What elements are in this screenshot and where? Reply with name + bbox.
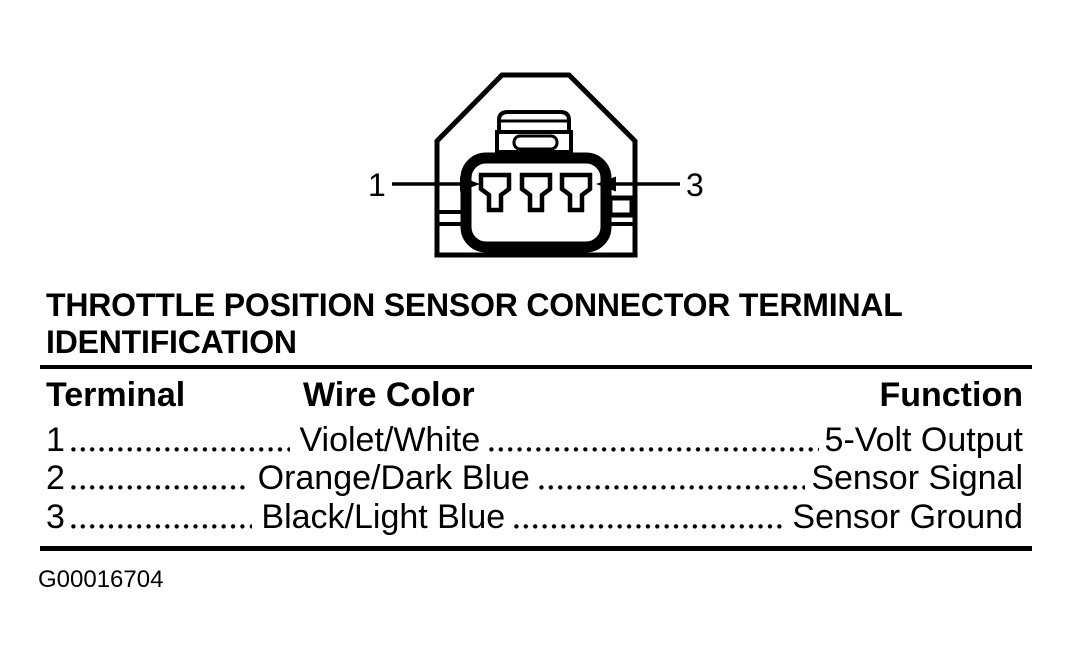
table-row: 3 Black/Light Blue Sensor Ground bbox=[46, 498, 1023, 536]
wire-color: Black/Light Blue bbox=[261, 497, 506, 536]
terminal-table: 1 Violet/White 5-Volt Output 2 Orange/Da… bbox=[46, 421, 1023, 536]
divider-rule-bottom bbox=[40, 546, 1032, 551]
wire-color: Orange/Dark Blue bbox=[257, 459, 530, 498]
section-title-line1: THROTTLE POSITION SENSOR CONNECTOR TERMI… bbox=[46, 287, 903, 323]
header-function: Function bbox=[879, 376, 1023, 414]
table-row: 1 Violet/White 5-Volt Output bbox=[46, 421, 1023, 459]
connector-latch-window bbox=[512, 134, 559, 151]
terminal-number: 3 bbox=[46, 497, 65, 536]
housing-side-details bbox=[439, 195, 635, 226]
wire-color: Violet/White bbox=[299, 421, 481, 459]
terminal-pin-1 bbox=[478, 172, 512, 213]
connector-diagram: 1 3 bbox=[368, 72, 704, 258]
terminal-function: Sensor Ground bbox=[792, 497, 1023, 536]
pin1-label: 1 bbox=[368, 167, 386, 203]
section-title-line2: IDENTIFICATION bbox=[46, 324, 297, 360]
header-terminal: Terminal bbox=[46, 376, 186, 414]
dot-leader bbox=[70, 523, 253, 529]
dot-leader bbox=[538, 485, 806, 491]
table-header: Terminal Wire Color Function bbox=[46, 376, 1023, 414]
connector-housing bbox=[434, 72, 638, 258]
pin3-label: 3 bbox=[686, 167, 704, 203]
dot-leader bbox=[70, 447, 291, 452]
terminal-number: 1 bbox=[46, 421, 65, 459]
header-wire-color: Wire Color bbox=[303, 376, 475, 414]
terminal-pin-2 bbox=[519, 172, 553, 213]
pin3-pointer-arrow bbox=[596, 176, 680, 192]
divider-rule-top bbox=[40, 365, 1032, 369]
terminal-function: Sensor Signal bbox=[811, 459, 1023, 498]
dot-leader bbox=[489, 447, 819, 452]
terminal-function: 5-Volt Output bbox=[824, 421, 1023, 459]
dot-leader bbox=[70, 485, 249, 491]
dot-leader bbox=[514, 523, 787, 529]
terminal-number: 2 bbox=[46, 459, 65, 498]
terminal-pin-3 bbox=[559, 172, 593, 213]
table-row: 2 Orange/Dark Blue Sensor Signal bbox=[46, 459, 1023, 497]
pin1-pointer-arrow bbox=[392, 176, 480, 192]
figure-id: G00016704 bbox=[38, 566, 164, 593]
section-title: THROTTLE POSITION SENSOR CONNECTOR TERMI… bbox=[46, 287, 1036, 361]
